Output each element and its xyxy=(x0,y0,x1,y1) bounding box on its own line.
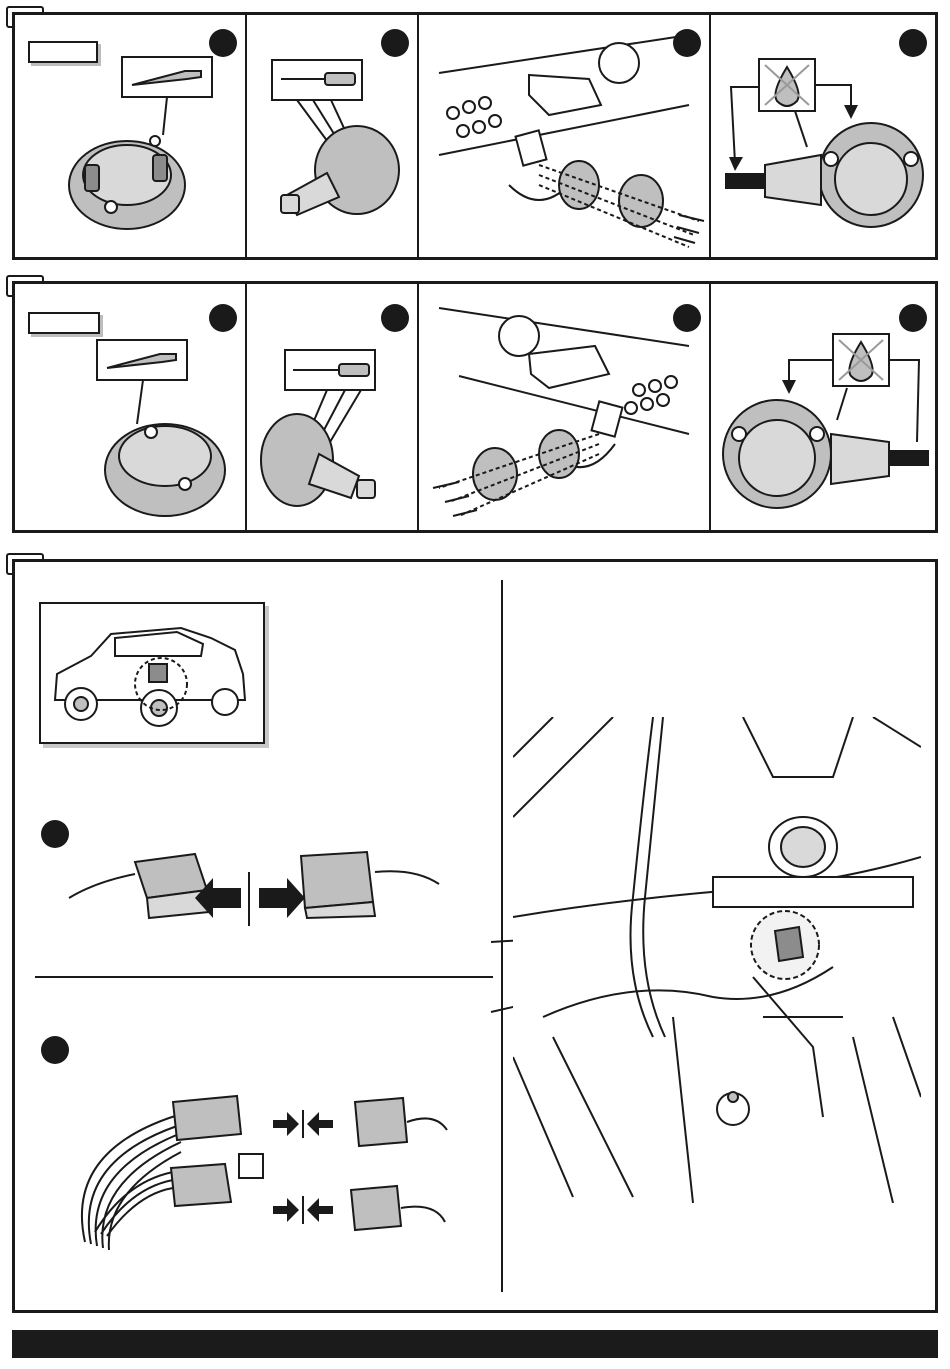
car-illustration xyxy=(41,604,263,742)
vehicle-detail-illustration xyxy=(513,717,921,1203)
screwdriver-icon xyxy=(285,350,375,390)
step2-harness-illustration xyxy=(55,1072,495,1272)
step3-illustration xyxy=(419,15,709,255)
arrow-left-icon xyxy=(307,1198,333,1222)
step4-illustration xyxy=(711,284,941,534)
plug-boot-icon xyxy=(261,414,375,506)
arrow-right-icon xyxy=(273,1198,299,1222)
car-location-box xyxy=(39,602,265,744)
step2-illustration xyxy=(247,15,417,255)
arrow-right-icon xyxy=(259,878,305,918)
towbar-ball-icon xyxy=(499,316,609,388)
towbar-ball-icon xyxy=(529,43,639,115)
socket-housing-icon xyxy=(69,136,185,229)
section-3-hrule xyxy=(35,976,493,978)
water-drop-prohibited-icon xyxy=(759,59,815,111)
knife-icon xyxy=(97,340,187,424)
step-2-badge xyxy=(41,1036,69,1064)
connector-male-icon xyxy=(301,852,375,918)
nuts-washers-icon xyxy=(625,376,677,414)
footer-bar xyxy=(12,1330,938,1358)
step1-connectors-illustration xyxy=(55,842,495,932)
knife-icon xyxy=(122,57,212,135)
section-3-panel xyxy=(12,559,938,1313)
socket-housing-icon xyxy=(105,424,225,516)
socket-icon xyxy=(725,123,923,227)
arrow-left-icon xyxy=(307,1112,333,1136)
vehicle-detail-view xyxy=(513,717,921,1203)
harness-connector-bottom-icon xyxy=(171,1164,231,1206)
step1-illustration xyxy=(15,284,245,534)
socket-icon xyxy=(723,400,929,508)
step1-illustration xyxy=(15,15,245,255)
screwdriver-icon xyxy=(272,60,362,100)
plug-boot-icon xyxy=(281,126,399,215)
step2-illustration xyxy=(247,284,417,534)
section-2-panel xyxy=(12,281,938,533)
step3-illustration xyxy=(419,284,709,534)
harness-connector-top-icon xyxy=(173,1096,241,1140)
water-drop-prohibited-icon xyxy=(833,334,889,386)
section-1-panel xyxy=(12,12,938,260)
step4-illustration xyxy=(711,15,941,255)
connector-female-icon xyxy=(135,854,209,918)
arrow-right-icon xyxy=(273,1112,299,1136)
nuts-washers-icon xyxy=(447,97,501,137)
